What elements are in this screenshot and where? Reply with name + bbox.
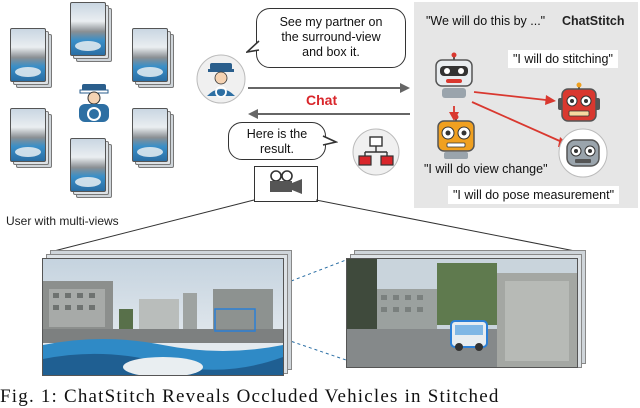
result-line: Here is the (246, 127, 308, 141)
planner-quote: "We will do this by ..." (426, 14, 546, 28)
network-icon (352, 128, 400, 176)
chat-arrows (248, 83, 410, 119)
camera-view-stack (132, 28, 174, 88)
robot-icon (435, 52, 473, 98)
chatstitch-panel (414, 2, 638, 208)
bubble-tail (246, 40, 260, 53)
view-change-quote: "I will do view change" (424, 162, 548, 176)
request-line: and box it. (302, 45, 360, 59)
camera-view-stack (70, 2, 112, 62)
figure-caption: Fig. 1: ChatStitch Reveals Occluded Vehi… (0, 386, 500, 407)
robot-icon (437, 114, 475, 159)
request-speech-bubble: See my partner on the surround-view and … (256, 8, 406, 68)
user-caption: User with multi-views (6, 214, 119, 228)
request-line: the surround-view (281, 30, 381, 44)
robot-icon (558, 82, 600, 122)
surround-view-image (43, 259, 283, 375)
chat-label: Chat (306, 92, 338, 108)
pose-quote: "I will do pose measurement" (448, 186, 620, 204)
zoomed-result-view (346, 258, 578, 368)
camera-view-stack (10, 28, 52, 88)
camera-view-stack (10, 108, 52, 168)
result-view-image (347, 259, 577, 367)
result-speech-bubble: Here is the result. (228, 122, 326, 160)
stitched-surround-view (42, 258, 284, 376)
video-camera-icon (270, 170, 302, 194)
user-avatar-icon (196, 54, 246, 104)
camera-view-stack (132, 108, 174, 168)
driver-car-icon (79, 84, 109, 122)
stitcher-quote: "I will do stitching" (508, 50, 618, 68)
robot-icon (558, 128, 608, 178)
result-line: result. (259, 142, 295, 156)
bubble-tail (322, 135, 338, 146)
panel-title: ChatStitch (562, 14, 625, 28)
camera-view-stack (70, 138, 112, 198)
request-line: See my partner on (279, 15, 383, 29)
